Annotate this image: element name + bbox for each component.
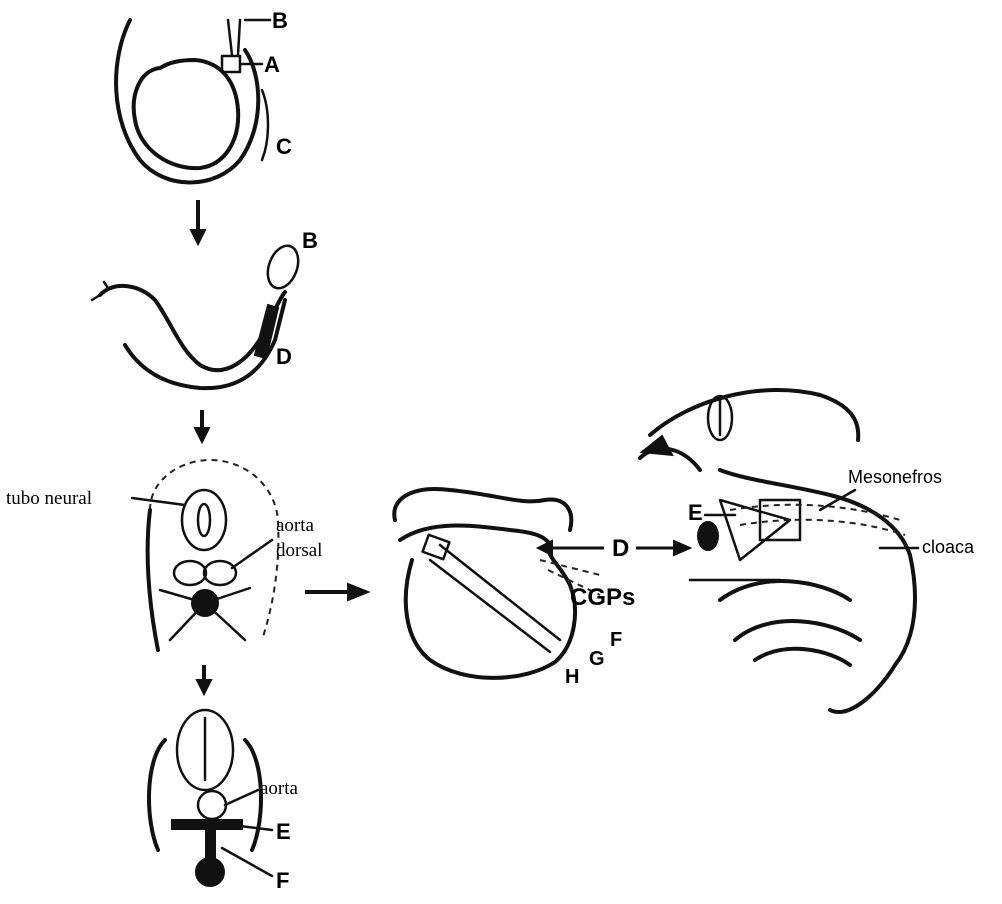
- leader-tubo-neural: [132, 498, 185, 505]
- label-H-center: H: [565, 666, 579, 688]
- label-B-mid: B: [302, 228, 318, 253]
- double-arrow-D: [538, 541, 604, 555]
- stage-1-embryo: [116, 20, 270, 183]
- head-fold: [642, 436, 672, 455]
- aorta-bottom-shape: [198, 791, 226, 819]
- label-E-right: E: [688, 500, 703, 525]
- arrow-right-1: [305, 584, 368, 600]
- allantois-region-box: [222, 56, 240, 72]
- label-E-bottom: E: [276, 819, 291, 844]
- label-F-center: F: [610, 629, 622, 651]
- label-D-center: D: [612, 535, 629, 562]
- label-F-bottom: F: [276, 868, 289, 893]
- dorsal-aorta-right: [204, 561, 236, 585]
- leader-aorta-bottom: [225, 790, 258, 805]
- gut-bottom: [196, 858, 224, 886]
- label-aorta-dorsal-1: aorta: [276, 515, 315, 536]
- label-G-center: G: [589, 648, 605, 670]
- arrow-right-D: [636, 541, 690, 555]
- stage-3-cross-section: [148, 460, 279, 650]
- allantois: [262, 242, 303, 293]
- label-D-mid: D: [276, 344, 292, 369]
- arrow-down-1: [191, 200, 205, 244]
- label-A: A: [264, 52, 280, 77]
- arrow-down-3: [197, 665, 211, 694]
- arrow-down-2: [195, 410, 209, 442]
- dorsal-aorta-left: [174, 561, 206, 585]
- leader-F-bottom: [222, 848, 272, 876]
- label-CGPs: CGPs: [570, 584, 635, 611]
- label-cloaca: cloaca: [922, 537, 975, 557]
- leader-aorta-dorsal: [232, 540, 272, 568]
- label-aorta-dorsal-2: dorsal: [276, 540, 322, 561]
- germ-cells-right: [698, 522, 718, 550]
- label-B-top: B: [272, 8, 288, 33]
- label-Mesonefros: Mesonefros: [848, 467, 942, 487]
- hindgut-germ-cells: [255, 305, 278, 358]
- label-C: C: [276, 134, 292, 159]
- leader-E-bottom: [240, 826, 272, 830]
- stage-2-embryo: [92, 242, 304, 389]
- neural-tube: [182, 490, 226, 550]
- mesentery-band: [172, 820, 242, 829]
- label-aorta-bottom: aorta: [260, 778, 299, 799]
- label-tubo-neural: tubo neural: [6, 488, 92, 509]
